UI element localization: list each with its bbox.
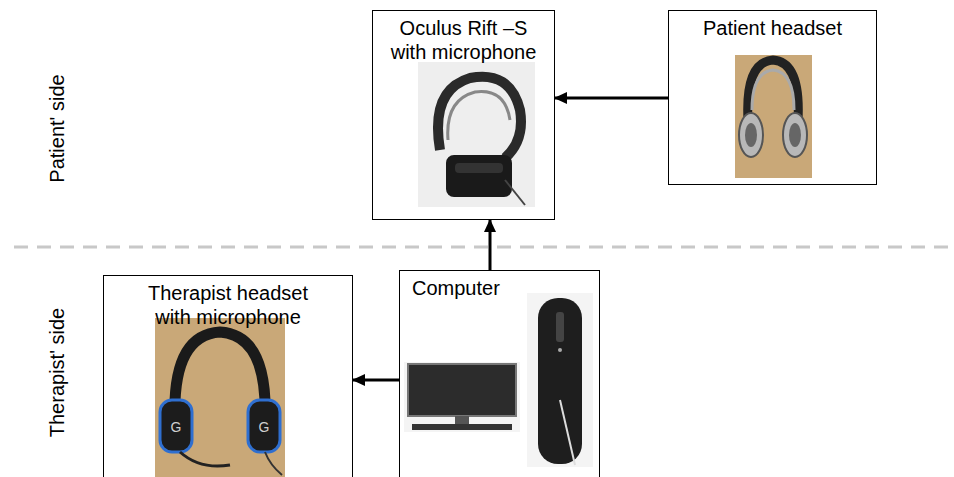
svg-text:G: G bbox=[259, 419, 270, 435]
arrow-connector bbox=[353, 379, 399, 382]
box-title: Computer bbox=[412, 271, 587, 300]
side-label: Therapist' side bbox=[46, 307, 69, 436]
box-title: Patient headset bbox=[679, 11, 866, 40]
device-box: Patient headset bbox=[668, 10, 877, 185]
computer-photo bbox=[404, 293, 593, 467]
svg-text:G: G bbox=[171, 419, 182, 435]
box-title: Oculus Rift –S with microphone bbox=[387, 11, 540, 64]
side-label: Patient' side bbox=[46, 74, 69, 182]
device-box: Computer bbox=[399, 270, 600, 477]
arrow-connector bbox=[489, 220, 492, 270]
arrow-connector bbox=[555, 97, 668, 100]
divider-line bbox=[14, 246, 954, 249]
therapist-headset-photo: G G bbox=[155, 318, 285, 477]
device-box: Therapist headset with microphone bbox=[103, 275, 353, 477]
box-title: Therapist headset with microphone bbox=[134, 276, 322, 329]
patient-headset-photo bbox=[735, 55, 812, 178]
device-box: Oculus Rift –S with microphone bbox=[372, 10, 555, 220]
vr-headset-photo bbox=[418, 62, 535, 207]
